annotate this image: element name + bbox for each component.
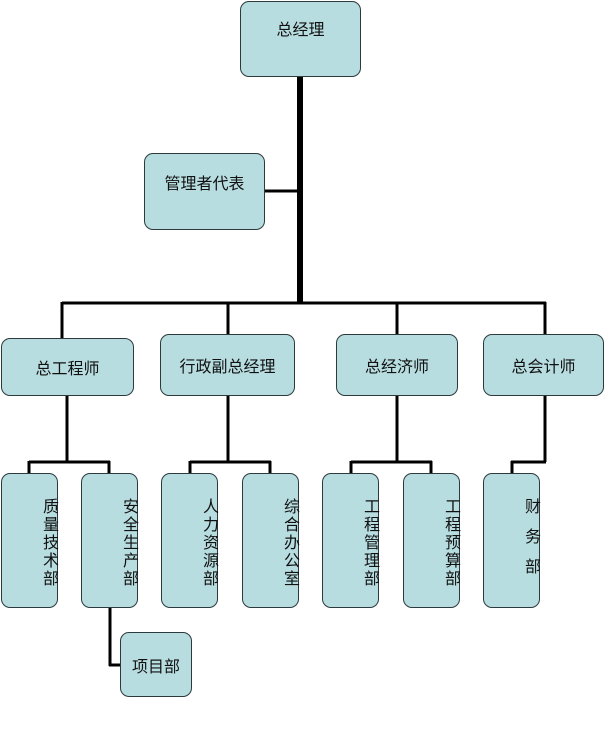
general-office-node: 综合办公室 (242, 473, 300, 608)
quality-tech-dept-node: 质量技术部 (1, 473, 59, 608)
engineering-mgmt-dept-label: 工程管理部 (361, 497, 380, 588)
admin-vp-node: 行政副总经理 (160, 334, 295, 396)
chief-engineer-node: 总工程师 (1, 338, 134, 396)
root-label: 总经理 (276, 20, 325, 39)
quality-tech-dept-label: 质量技术部 (40, 497, 59, 588)
project-dept-label: 项目部 (131, 656, 180, 676)
chief-accountant-label: 总会计师 (511, 357, 576, 376)
chief-accountant-node: 总会计师 (483, 334, 604, 396)
finance-dept-node: 财务部 (483, 473, 541, 608)
management-rep-label: 管理者代表 (164, 174, 245, 193)
engineering-mgmt-dept-node: 工程管理部 (322, 473, 380, 608)
admin-vp-label: 行政副总经理 (179, 357, 276, 376)
safety-production-dept-label: 安全生产部 (120, 497, 139, 588)
chief-economist-label: 总经济师 (364, 357, 429, 376)
hr-dept-label: 人力资源部 (200, 497, 219, 588)
chief-economist-node: 总经济师 (336, 334, 458, 396)
engineering-budget-dept-node: 工程预算部 (403, 473, 461, 608)
chief-engineer-label: 总工程师 (35, 359, 100, 378)
safety-production-dept-node: 安全生产部 (81, 473, 139, 608)
root-node: 总经理 (240, 1, 361, 77)
hr-dept-node: 人力资源部 (161, 473, 219, 608)
finance-dept-label: 财务部 (522, 497, 541, 588)
general-office-label: 综合办公室 (281, 497, 300, 588)
management-rep-node: 管理者代表 (144, 153, 265, 230)
engineering-budget-dept-label: 工程预算部 (442, 497, 461, 588)
project-dept-node: 项目部 (120, 632, 192, 697)
